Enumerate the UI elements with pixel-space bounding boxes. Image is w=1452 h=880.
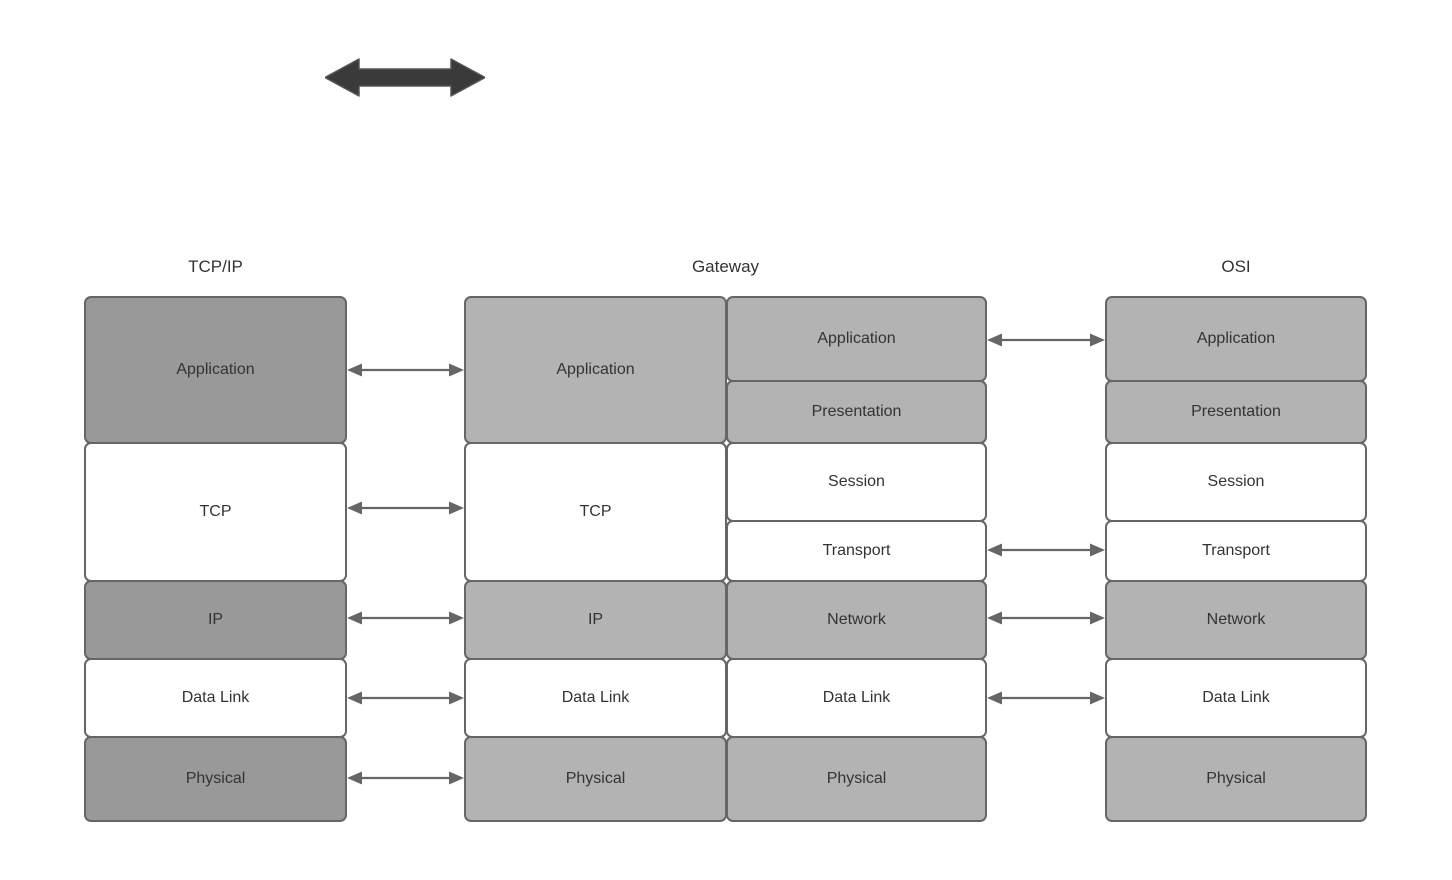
layer-label: Transport — [1202, 542, 1270, 559]
layer-label: Data Link — [181, 689, 250, 706]
layer-box-osi-data-link: Data Link — [1105, 658, 1367, 738]
layer-label: Network — [827, 611, 886, 628]
layer-label: IP — [587, 611, 604, 628]
connector-arrow-left-ip — [347, 611, 464, 625]
layer-box-osi-physical: Physical — [1105, 736, 1367, 822]
layer-label: Presentation — [811, 403, 902, 420]
layer-label: Physical — [185, 770, 246, 787]
connector-arrow-left-data-link — [347, 691, 464, 705]
connector-arrow-right-network — [987, 611, 1105, 625]
layer-label: Data Link — [822, 689, 891, 706]
layer-label: Application — [556, 361, 635, 378]
layer-box-tcpip-data-link: Data Link — [84, 658, 347, 738]
connector-arrow-right-application — [987, 333, 1105, 347]
layer-label: Application — [176, 361, 255, 378]
layer-box-gateway-left-tcp: TCP — [464, 442, 727, 582]
layer-box-gateway-right-session: Session — [726, 442, 987, 522]
layer-label: Session — [828, 473, 885, 490]
layer-box-osi-presentation: Presentation — [1105, 380, 1367, 444]
layer-label: Data Link — [1202, 689, 1270, 706]
layer-label: Application — [817, 330, 896, 347]
layer-label: Physical — [1206, 770, 1266, 787]
layer-label: Physical — [826, 770, 887, 787]
layer-box-gateway-right-physical: Physical — [726, 736, 987, 822]
layer-label: IP — [207, 611, 224, 628]
layer-box-osi-session: Session — [1105, 442, 1367, 522]
column-header-tcpip: TCP/IP — [188, 257, 243, 276]
connector-arrow-left-physical — [347, 771, 464, 785]
layer-box-gateway-left-data-link: Data Link — [464, 658, 727, 738]
layer-box-gateway-left-application: Application — [464, 296, 727, 444]
layer-box-gateway-right-presentation: Presentation — [726, 380, 987, 444]
layer-label: Session — [1207, 473, 1265, 490]
layer-box-osi-transport: Transport — [1105, 520, 1367, 582]
layer-box-tcpip-physical: Physical — [84, 736, 347, 822]
layer-label: Data Link — [561, 689, 630, 706]
layer-box-gateway-right-data-link: Data Link — [726, 658, 987, 738]
layer-box-osi-network: Network — [1105, 580, 1367, 660]
layer-label: TCP — [579, 503, 612, 520]
layer-box-tcpip-application: Application — [84, 296, 347, 444]
layer-label: Application — [1196, 330, 1276, 347]
connector-arrow-right-transport — [987, 543, 1105, 557]
layer-box-gateway-right-transport: Transport — [726, 520, 987, 582]
layer-label: Physical — [565, 770, 626, 787]
connector-arrow-right-data-link — [987, 691, 1105, 705]
layer-box-tcpip-ip: IP — [84, 580, 347, 660]
layer-label: Transport — [822, 542, 891, 559]
connector-arrow-left-application — [347, 363, 464, 377]
double-headed-arrow-icon — [325, 58, 485, 97]
layer-box-tcpip-tcp: TCP — [84, 442, 347, 582]
layer-label: Network — [1206, 611, 1266, 628]
layer-box-gateway-right-application: Application — [726, 296, 987, 382]
layer-label: Presentation — [1191, 403, 1281, 420]
layer-box-osi-application: Application — [1105, 296, 1367, 382]
connector-arrow-left-tcp — [347, 501, 464, 515]
layer-box-gateway-right-network: Network — [726, 580, 987, 660]
layer-box-gateway-left-ip: IP — [464, 580, 727, 660]
layer-label: TCP — [199, 503, 232, 520]
layer-box-gateway-left-physical: Physical — [464, 736, 727, 822]
column-header-gateway: Gateway — [691, 257, 760, 276]
column-header-osi: OSI — [1221, 257, 1251, 276]
